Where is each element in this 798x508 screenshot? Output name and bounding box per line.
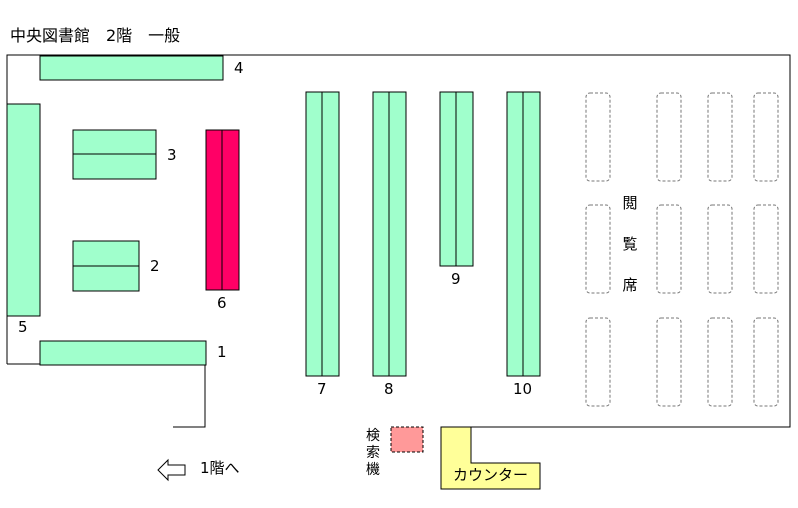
search-terminal[interactable] bbox=[390, 426, 424, 453]
shelf-9[interactable] bbox=[439, 91, 474, 267]
shelf-6[interactable] bbox=[205, 129, 240, 291]
seat[interactable] bbox=[585, 92, 611, 182]
shelf-label-3: 3 bbox=[167, 146, 177, 164]
shelf-3[interactable] bbox=[72, 129, 157, 180]
seat[interactable] bbox=[585, 317, 611, 407]
shelf-label-9: 9 bbox=[451, 270, 461, 288]
shelf-label-4: 4 bbox=[234, 59, 244, 77]
search-terminal-label-1: 検 bbox=[366, 428, 380, 444]
seat[interactable] bbox=[707, 92, 733, 182]
seat[interactable] bbox=[656, 92, 682, 182]
seat[interactable] bbox=[707, 317, 733, 407]
shelf-label-8: 8 bbox=[384, 380, 394, 398]
seat[interactable] bbox=[656, 317, 682, 407]
seat[interactable] bbox=[656, 204, 682, 294]
shelf-label-6: 6 bbox=[217, 294, 227, 312]
shelf-label-7: 7 bbox=[317, 380, 327, 398]
reading-seats bbox=[585, 92, 779, 407]
reading-area-label-3: 席 bbox=[622, 276, 638, 294]
seat[interactable] bbox=[753, 204, 779, 294]
shelf-label-2: 2 bbox=[150, 257, 160, 275]
bottom-left-wall bbox=[7, 363, 206, 428]
shelf-5[interactable] bbox=[6, 103, 41, 317]
shelf-label-10: 10 bbox=[513, 380, 533, 398]
left-arrow-icon[interactable] bbox=[157, 458, 186, 482]
search-terminal-label-3: 機 bbox=[366, 462, 380, 478]
shelf-label-1: 1 bbox=[217, 343, 227, 361]
shelf-label-5: 5 bbox=[18, 318, 28, 336]
reading-area-label-2: 覧 bbox=[622, 235, 638, 253]
shelf-4[interactable] bbox=[39, 55, 224, 81]
shelf-10[interactable] bbox=[506, 91, 541, 377]
reading-area-label-1: 閲 bbox=[622, 194, 638, 212]
counter-label: カウンター bbox=[452, 466, 528, 484]
shelf-8[interactable] bbox=[372, 91, 407, 377]
stairs-label[interactable]: 1階へ bbox=[200, 459, 240, 477]
seat[interactable] bbox=[753, 317, 779, 407]
shelf-2[interactable] bbox=[72, 240, 140, 292]
search-terminal-label-2: 索 bbox=[366, 445, 380, 461]
page-title: 中央図書館 2階 一般 bbox=[10, 26, 181, 45]
shelf-1[interactable] bbox=[39, 340, 207, 366]
shelf-7[interactable] bbox=[305, 91, 340, 377]
seat[interactable] bbox=[753, 92, 779, 182]
counter[interactable] bbox=[440, 426, 541, 490]
seat[interactable] bbox=[707, 204, 733, 294]
seat[interactable] bbox=[585, 204, 611, 294]
